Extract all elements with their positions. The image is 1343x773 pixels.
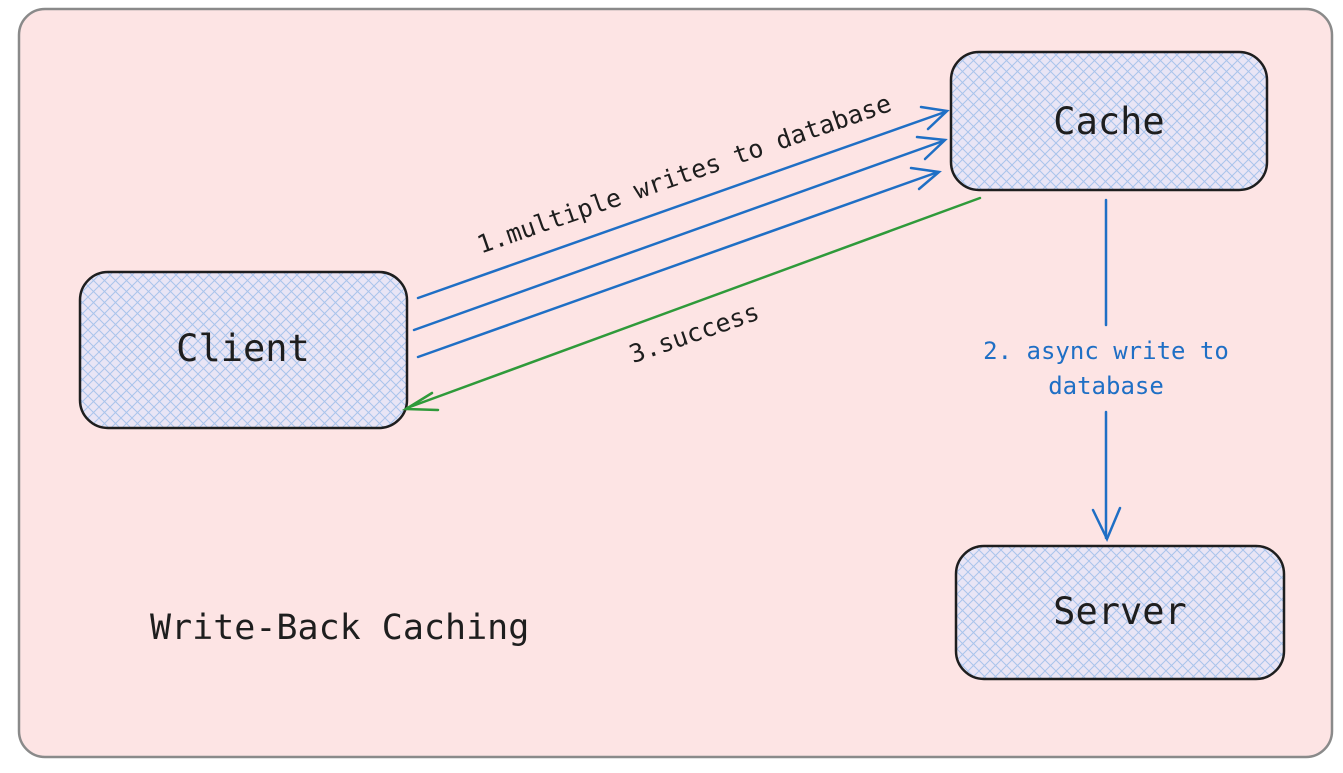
- client-node: Client: [78, 270, 409, 430]
- server-label: Server: [1053, 590, 1187, 633]
- cache-label: Cache: [1053, 100, 1164, 143]
- async-label-line2: database: [1048, 372, 1164, 400]
- write-arrow-2: [412, 135, 948, 332]
- diagram-title: Write-Back Caching: [150, 608, 529, 648]
- async-label-line1: 2. async write to: [983, 337, 1229, 365]
- server-node: Server: [954, 544, 1286, 681]
- success-arrow: [401, 196, 982, 412]
- client-label: Client: [176, 327, 310, 370]
- async-arrow: [1091, 198, 1122, 543]
- write-arrow-3: [416, 166, 942, 359]
- cache-node: Cache: [949, 50, 1269, 192]
- write-arrow-1: [416, 105, 950, 300]
